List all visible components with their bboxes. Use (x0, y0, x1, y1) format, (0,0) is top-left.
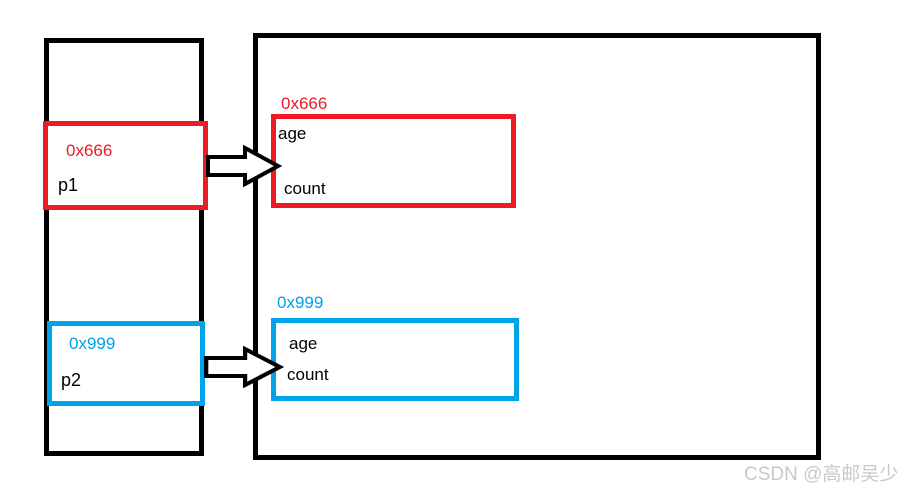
object-666-address-label: 0x666 (281, 94, 328, 113)
pointer-p1-box: 0x666 p1 (43, 121, 208, 210)
pointer-p2-address: 0x999 (69, 334, 116, 353)
object-666-field-count: count (284, 179, 326, 198)
pointer-p1-address: 0x666 (66, 141, 113, 160)
p2-arrow-right-icon (204, 346, 284, 388)
pointer-p2-name: p2 (61, 370, 82, 390)
object-666-field-age: age (278, 124, 307, 143)
object-999-field-count: count (287, 365, 329, 384)
pointer-p2-box: 0x999 p2 (47, 321, 205, 406)
object-999-address-label: 0x999 (277, 293, 324, 312)
object-999-box: age count (271, 318, 519, 401)
object-666-box: age count (271, 114, 516, 208)
object-999-field-age: age (289, 334, 318, 353)
pointer-p1-name: p1 (58, 175, 79, 195)
watermark: CSDN @高邮吴少 (744, 464, 899, 485)
p1-arrow-right-icon (206, 145, 282, 187)
